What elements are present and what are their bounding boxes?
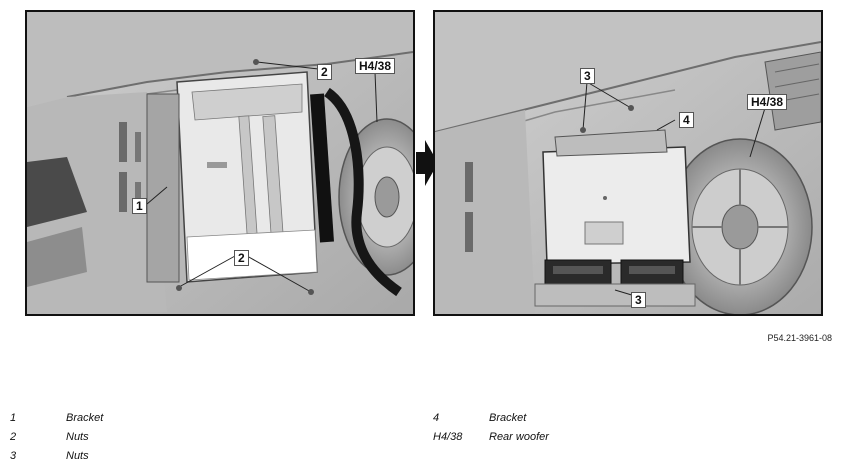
legend-key: 4 <box>433 412 440 424</box>
callout-3-top: 3 <box>580 68 595 84</box>
left-illustration-panel: 2 1 2 H4/38 <box>25 10 415 316</box>
legend-key: H4/38 <box>433 431 463 443</box>
legend-description: Rear woofer <box>489 431 549 443</box>
callout-h4-38-left: H4/38 <box>355 58 396 74</box>
right-illustration <box>435 12 821 314</box>
callout-4: 4 <box>679 112 694 128</box>
legend-description: Bracket <box>489 412 527 424</box>
figure-reference: P54.21-3961-08 <box>767 333 832 343</box>
legend-right: 4 Bracket H4/38 Rear woofer <box>433 412 833 452</box>
callout-2-top: 2 <box>317 64 332 80</box>
right-illustration-panel: 3 4 3 H4/38 <box>433 10 823 316</box>
callout-1: 1 <box>132 198 147 214</box>
step-arrow-icon <box>416 140 438 186</box>
callout-2-bottom: 2 <box>234 250 249 266</box>
legend-key: 2 <box>10 431 17 443</box>
legend-description: Nuts <box>66 431 89 443</box>
legend-key: 3 <box>10 450 17 462</box>
callout-h4-38-right: H4/38 <box>747 94 788 110</box>
legend-left: 1 Bracket 2 Nuts 3 Nuts <box>10 412 410 468</box>
left-illustration <box>27 12 413 314</box>
legend-key: 1 <box>10 412 17 424</box>
legend-description: Bracket <box>66 412 104 424</box>
callout-3-bottom: 3 <box>631 292 646 308</box>
legend-description: Nuts <box>66 450 89 462</box>
